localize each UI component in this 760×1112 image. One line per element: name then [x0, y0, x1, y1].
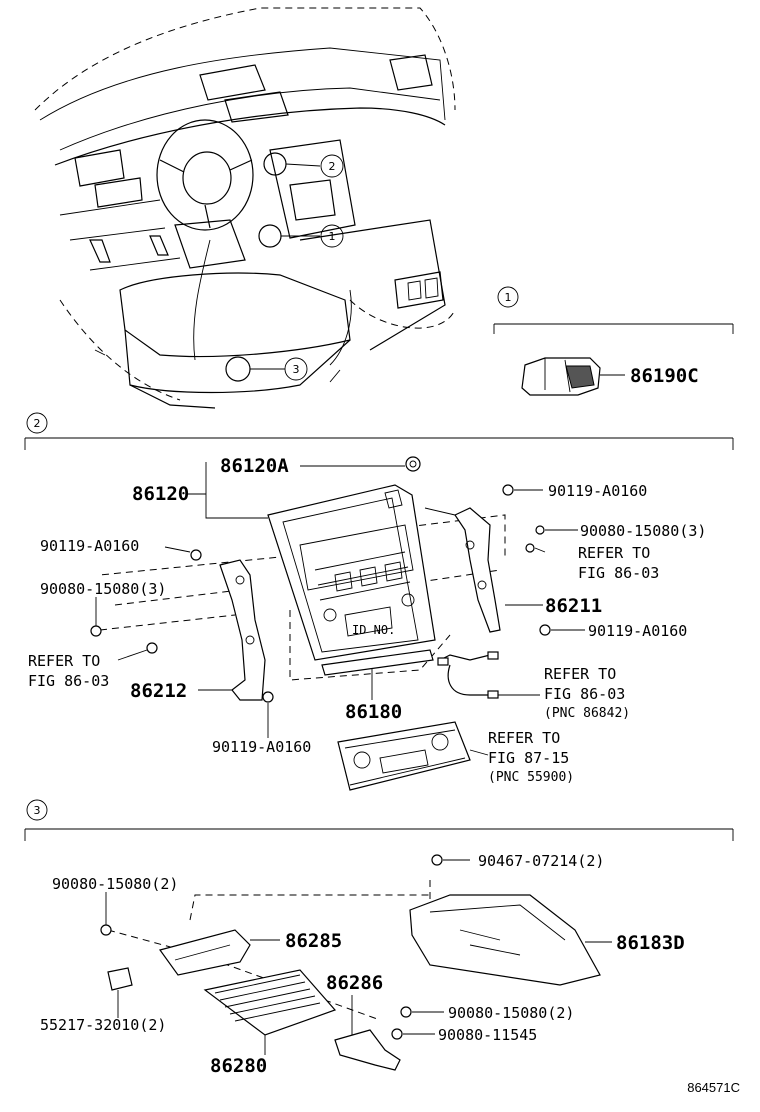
part-86190c-label: 86190C — [630, 365, 699, 387]
part-86120a-label: 86120A — [220, 455, 289, 477]
bolt-right-top-label: 90119-A0160 — [548, 482, 647, 500]
screw-right — [525, 525, 578, 553]
climate-refer-line1: REFER TO — [488, 729, 560, 747]
id-no-label: ID NO. — [352, 623, 395, 637]
bolt-right-top — [502, 484, 543, 496]
cap-86120a-part — [300, 456, 421, 472]
section-2-header — [24, 412, 734, 450]
bracket-86286-part — [334, 995, 401, 1071]
callout-label-3: 3 — [293, 363, 300, 376]
bolt-right-lower — [539, 624, 585, 636]
wire-refer-line3: (PNC 86842) — [544, 706, 630, 721]
part-86183d-label: 86183D — [616, 932, 685, 954]
amplifier-86280-part — [203, 969, 337, 1055]
leader-86120 — [205, 462, 268, 519]
section-3-number: 3 — [34, 804, 41, 817]
screw-left — [90, 597, 102, 637]
part-86120-label: 86120 — [132, 483, 189, 505]
clip-part — [107, 967, 133, 1018]
wire-harness-part — [437, 651, 540, 699]
callout-label-2: 2 — [329, 160, 336, 173]
callout-label-1: 1 — [329, 230, 336, 243]
callout-circle-3 — [225, 356, 251, 382]
screw-low-right — [391, 1028, 435, 1040]
refer-left-line1: REFER TO — [28, 652, 100, 670]
figure-id: 864571C — [687, 1080, 740, 1095]
refer-left-line2: FIG 86-03 — [28, 672, 109, 690]
bracket-86285-part — [159, 929, 280, 976]
section-3-header — [24, 799, 734, 841]
refer-left-bolt — [117, 642, 158, 661]
screw-left-label: 90080-15080(3) — [40, 580, 166, 598]
part-86280-label: 86280 — [210, 1055, 267, 1077]
dashboard-overview-illustration — [34, 7, 456, 409]
cover-86183d-part — [409, 894, 612, 986]
section-2-number: 2 — [34, 417, 41, 430]
screw-low-right-label: 90080-11545 — [438, 1026, 537, 1044]
wire-refer-line1: REFER TO — [544, 665, 616, 683]
climate-refer-line3: (PNC 55900) — [488, 770, 574, 785]
bracket-86212-part — [219, 559, 266, 701]
clip-label: 55217-32010(2) — [40, 1016, 166, 1034]
refer-right-line1: REFER TO — [578, 544, 650, 562]
wire-refer-line2: FIG 86-03 — [544, 685, 625, 703]
center-bezel-86120-part — [267, 484, 436, 661]
screw-mid-right — [400, 1006, 444, 1018]
part-86285-label: 86285 — [285, 930, 342, 952]
climate-refer-line2: FIG 87-15 — [488, 749, 569, 767]
screw-mid-right-label: 90080-15080(2) — [448, 1004, 574, 1022]
bolt-right-lower-label: 90119-A0160 — [588, 622, 687, 640]
bolt-top-label: 90467-07214(2) — [478, 852, 604, 870]
screw-right-label: 90080-15080(3) — [580, 522, 706, 540]
part-86286-label: 86286 — [326, 972, 383, 994]
climate-control-panel-part — [337, 721, 489, 791]
bolt-bottom — [262, 691, 274, 738]
bolt-top — [431, 854, 470, 866]
part-86211-label: 86211 — [545, 595, 602, 617]
screw-top-left-label: 90080-15080(2) — [52, 875, 178, 893]
section-1-number: 1 — [505, 291, 512, 304]
bolt-left-upper — [164, 546, 202, 561]
bracket-86180-part — [321, 649, 434, 700]
callout-circle-1 — [258, 224, 282, 248]
bracket-86211-part — [424, 507, 501, 633]
part-86212-label: 86212 — [130, 680, 187, 702]
section-1-header — [493, 286, 734, 334]
bolt-bottom-label: 90119-A0160 — [212, 738, 311, 756]
refer-right-line2: FIG 86-03 — [578, 564, 659, 582]
screw-top-left — [100, 892, 112, 936]
bolt-left-upper-label: 90119-A0160 — [40, 537, 139, 555]
switch-86190c-part — [521, 357, 625, 396]
part-86180-label: 86180 — [345, 701, 402, 723]
